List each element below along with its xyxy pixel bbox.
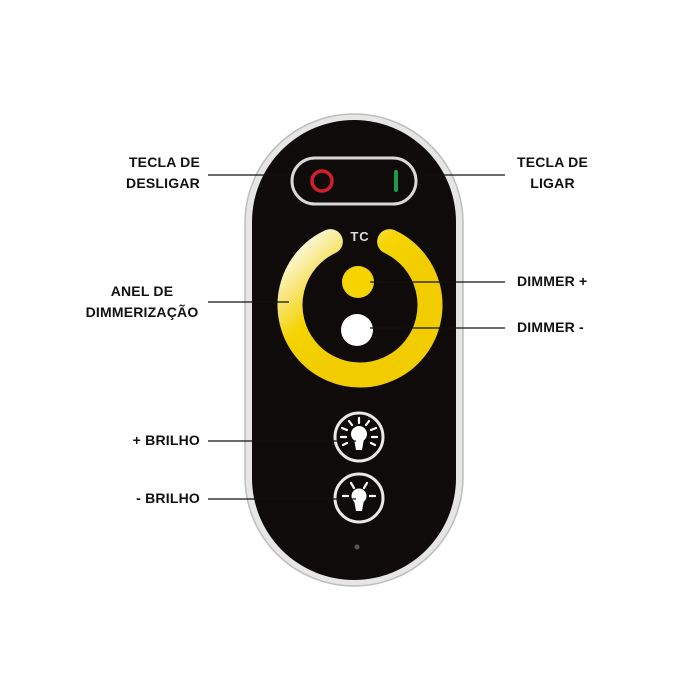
callout-off-key: TECLA DE DESLIGAR [90, 152, 200, 194]
callout-dimmer-plus: DIMMER + [517, 273, 588, 289]
callout-off-key-line2: DESLIGAR [126, 175, 200, 191]
callout-ring-line1: ANEL DE [110, 283, 174, 299]
callout-ring-line2: DIMMERIZAÇÃO [85, 304, 199, 320]
callout-on-key-line1: TECLA DE [516, 154, 589, 170]
dimmer-plus-button[interactable] [342, 266, 374, 298]
callout-brightness-minus: - BRILHO [136, 490, 200, 506]
callout-ring: ANEL DE DIMMERIZAÇÃO [72, 281, 212, 323]
indicator-led [354, 544, 360, 550]
bulb-dim-icon [341, 481, 377, 498]
callout-dimmer-minus: DIMMER - [517, 319, 584, 335]
callout-on-key: TECLA DE LIGAR [505, 152, 600, 194]
callout-brightness-plus: + BRILHO [132, 432, 200, 448]
remote-body [252, 120, 456, 580]
bulb-bright-icon [339, 416, 379, 447]
power-off-icon[interactable] [310, 169, 334, 193]
model-label: TC [350, 229, 370, 244]
callout-on-key-line2: LIGAR [530, 175, 575, 191]
dimmer-minus-button[interactable] [341, 314, 373, 346]
callout-off-key-line1: TECLA DE [128, 154, 200, 170]
brightness-minus-button[interactable] [333, 472, 385, 524]
dimming-ring[interactable] [277, 229, 443, 388]
power-on-icon[interactable] [394, 170, 398, 192]
brightness-plus-button[interactable] [333, 411, 385, 463]
